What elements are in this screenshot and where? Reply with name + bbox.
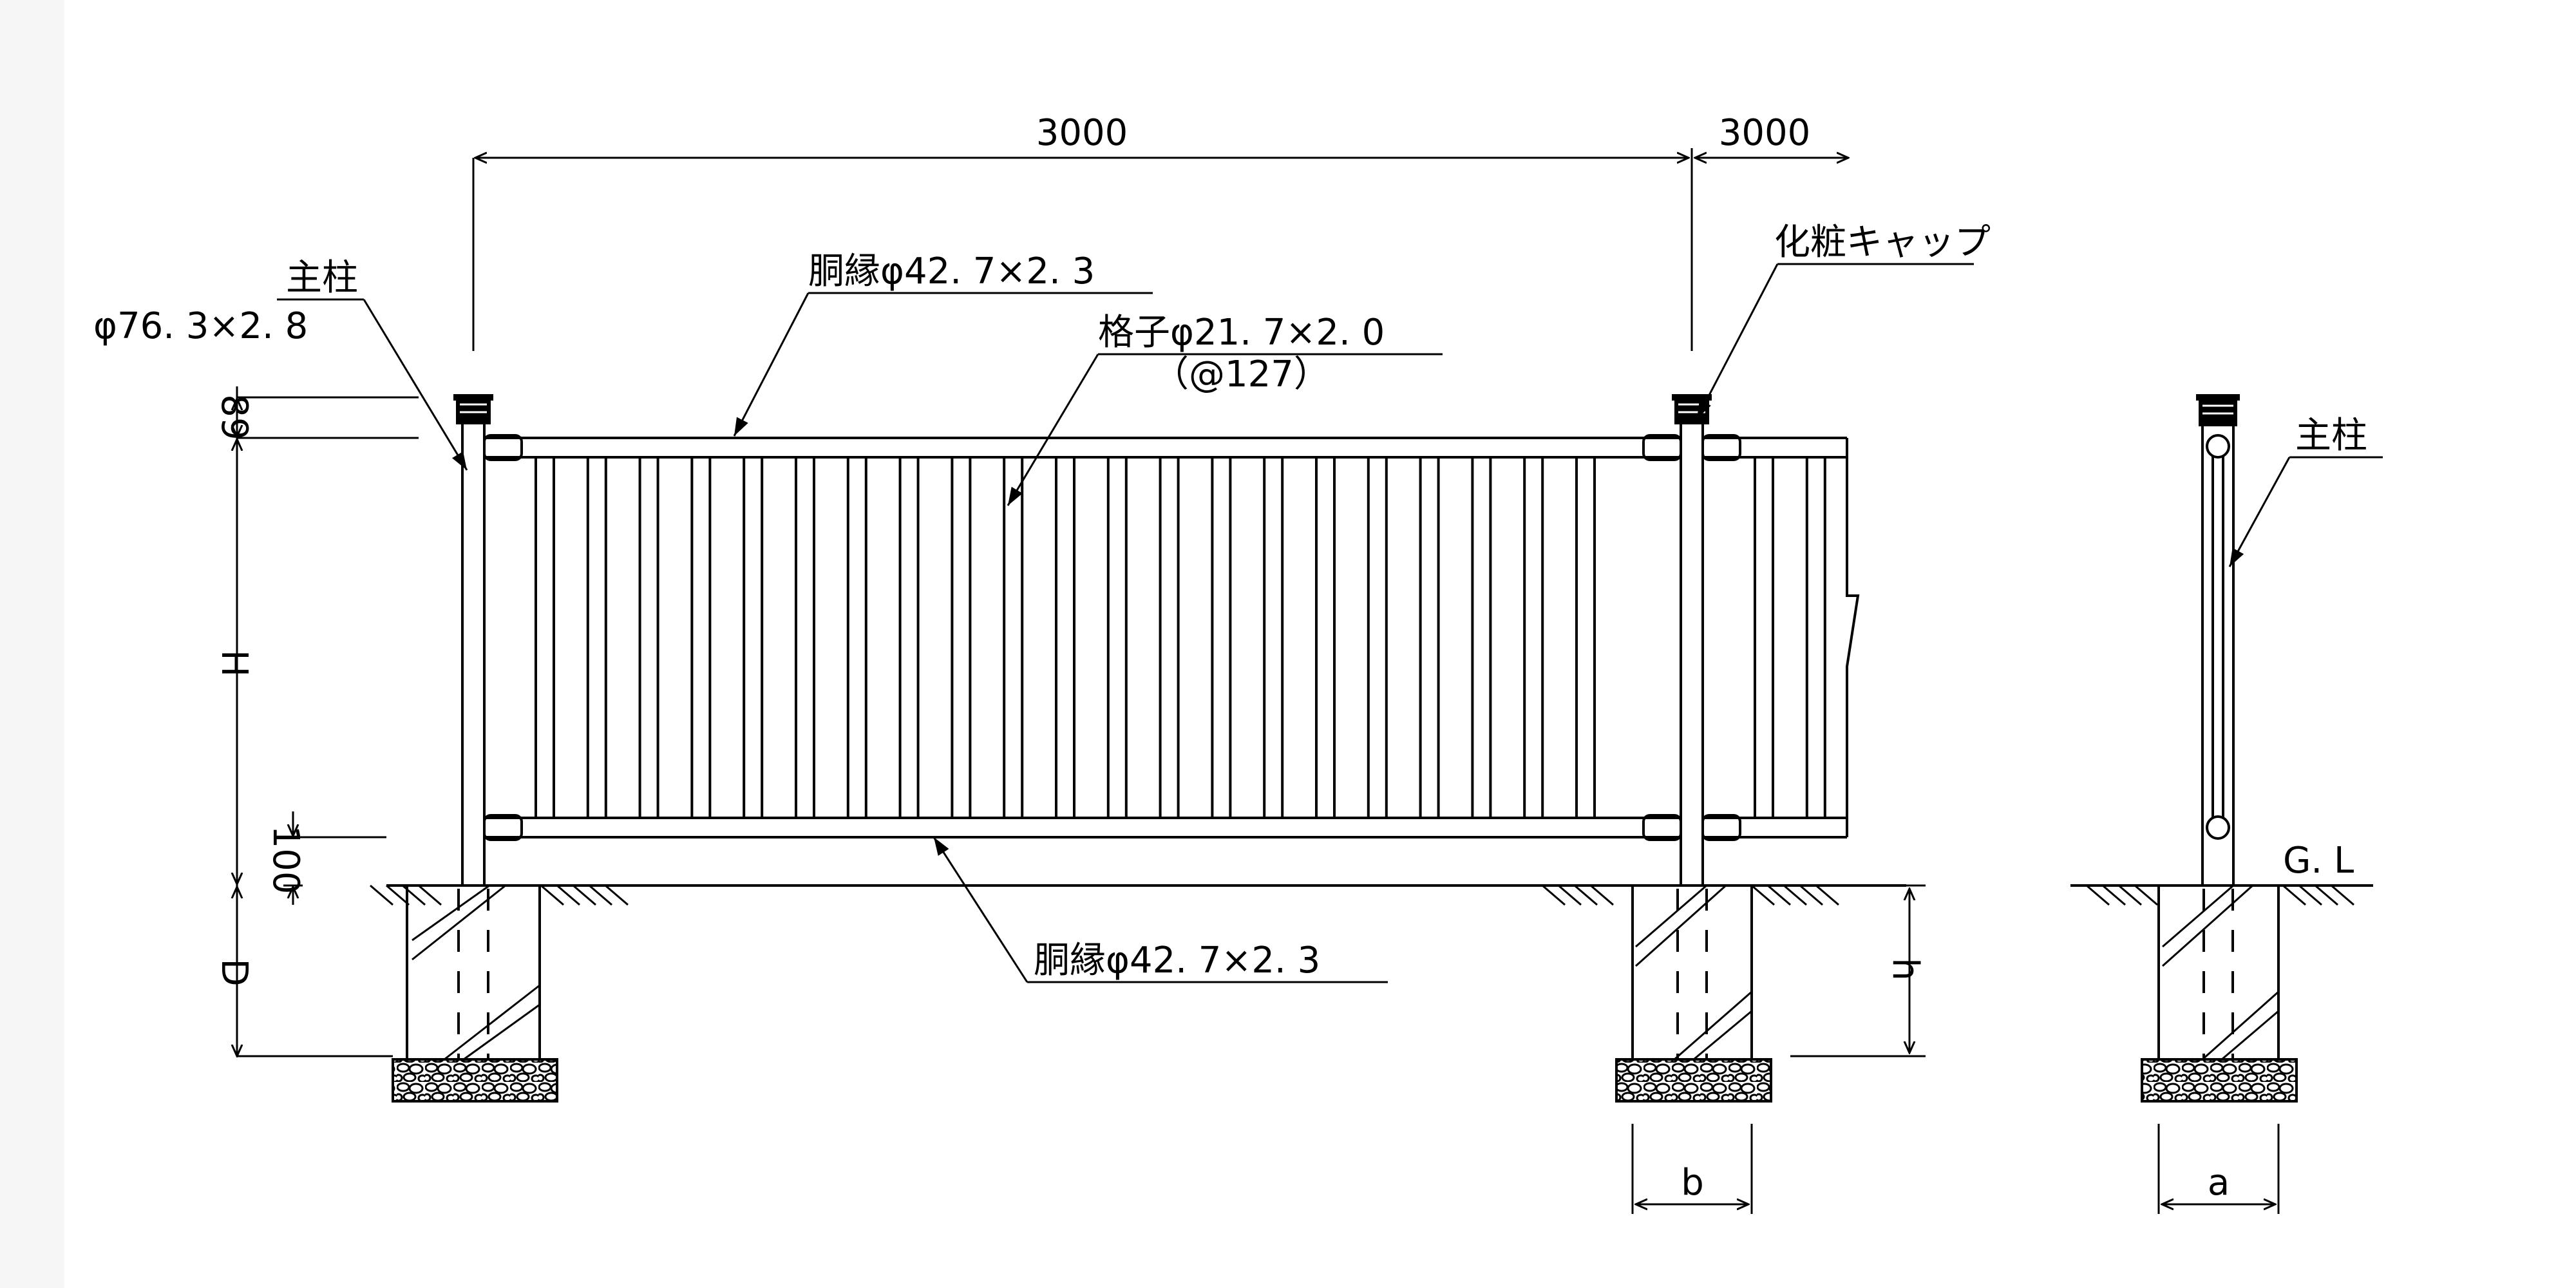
lattice-bar: [1159, 456, 1180, 819]
ground-hatch-left: [370, 884, 629, 906]
side-ground-hatch: [2086, 884, 2354, 906]
span-next-label: 3000: [1719, 112, 1811, 154]
lattice-bar: [795, 456, 815, 819]
main-post-spec: φ76. 3×2. 8: [93, 305, 308, 347]
side-top-rail-section: [2206, 434, 2230, 459]
cap-leader: [1696, 263, 1779, 419]
right-gravel: [1615, 1058, 1772, 1103]
lattice-bar: [1419, 456, 1440, 819]
height-label: H: [213, 650, 255, 677]
lattice-bar: [690, 456, 712, 819]
scan-margin: [0, 0, 64, 1288]
right-post-cap: [1674, 397, 1709, 424]
lattice-bar: [898, 456, 920, 819]
side-main-post-label: 主柱: [2295, 415, 2367, 457]
rail-brackets: [483, 434, 1741, 841]
bottom-rail-leader: [933, 837, 1028, 983]
left-foundation: [392, 884, 558, 1103]
lattice-bar: [1003, 456, 1024, 819]
footing-b-dimension: [1631, 1124, 1753, 1214]
bottom-rail-label: 胴縁φ42. 7×2. 3: [1034, 940, 1320, 981]
lattice-bar: [586, 456, 607, 819]
top-offset-label: 89: [213, 394, 255, 440]
lattice-bar: [1575, 456, 1596, 819]
left-gravel: [392, 1058, 558, 1103]
lattice-bar: [1315, 456, 1336, 819]
footing-h-dimension: [1790, 884, 1926, 1057]
side-bottom-rail-section: [2206, 815, 2230, 840]
left-main-post: [453, 394, 493, 886]
footing-a-label: a: [2208, 1162, 2230, 1204]
lattice-bar: [1106, 456, 1128, 819]
lattice-leader: [1007, 354, 1099, 506]
lattice-label: 格子φ21. 7×2. 0: [1098, 312, 1385, 354]
side-post-cap: [2199, 397, 2237, 426]
top-rail-leader: [733, 292, 810, 437]
ground-hatch-right: [1542, 884, 1839, 906]
side-view: 主柱 G. L a: [2070, 394, 2383, 1214]
right-main-post: [1672, 394, 1712, 886]
lattice-bar: [638, 456, 659, 819]
lattice-pitch-label: （@127）: [1153, 354, 1330, 395]
depth-label: D: [213, 958, 255, 986]
lattice-bar: [1367, 456, 1388, 819]
vertical-dimensions: [237, 386, 419, 1056]
right-foundation: [1615, 884, 1772, 1103]
bottom-gap-label: 100: [265, 826, 307, 895]
break-line: [1846, 438, 1860, 837]
side-main-post-leader: [2228, 457, 2291, 567]
lattice-bar: [1805, 456, 1826, 819]
footing-b-label: b: [1681, 1162, 1704, 1204]
span-dimension: [472, 148, 1848, 351]
cap-label: 化粧キャップ: [1774, 222, 1991, 263]
lattice-bar: [743, 456, 764, 819]
main-post-leader: [363, 299, 468, 471]
footing-h-label: h: [1884, 958, 1926, 981]
lattice-bar: [535, 456, 555, 819]
lattice-bar: [1523, 456, 1544, 819]
front-elevation: 3000 3000 89 H 100 D h: [93, 112, 1991, 1214]
lattice-bar: [1211, 456, 1232, 819]
main-post-label: 主柱: [286, 257, 358, 299]
side-gravel: [2141, 1058, 2298, 1103]
left-post-cap: [456, 397, 491, 424]
lattice-bar: [951, 456, 972, 819]
span-main-label: 3000: [1036, 112, 1128, 154]
side-foundation: [2157, 884, 2280, 1061]
lattice-bar: [846, 456, 867, 819]
lattice-bar: [1055, 456, 1075, 819]
ground-level-label: G. L: [2283, 840, 2354, 882]
lattice-bar: [1754, 456, 1774, 819]
lattice-bar: [1263, 456, 1284, 819]
lattice-bar: [1471, 456, 1492, 819]
lattice-bars: [535, 456, 1826, 819]
top-rail-label: 胴縁φ42. 7×2. 3: [808, 251, 1095, 292]
